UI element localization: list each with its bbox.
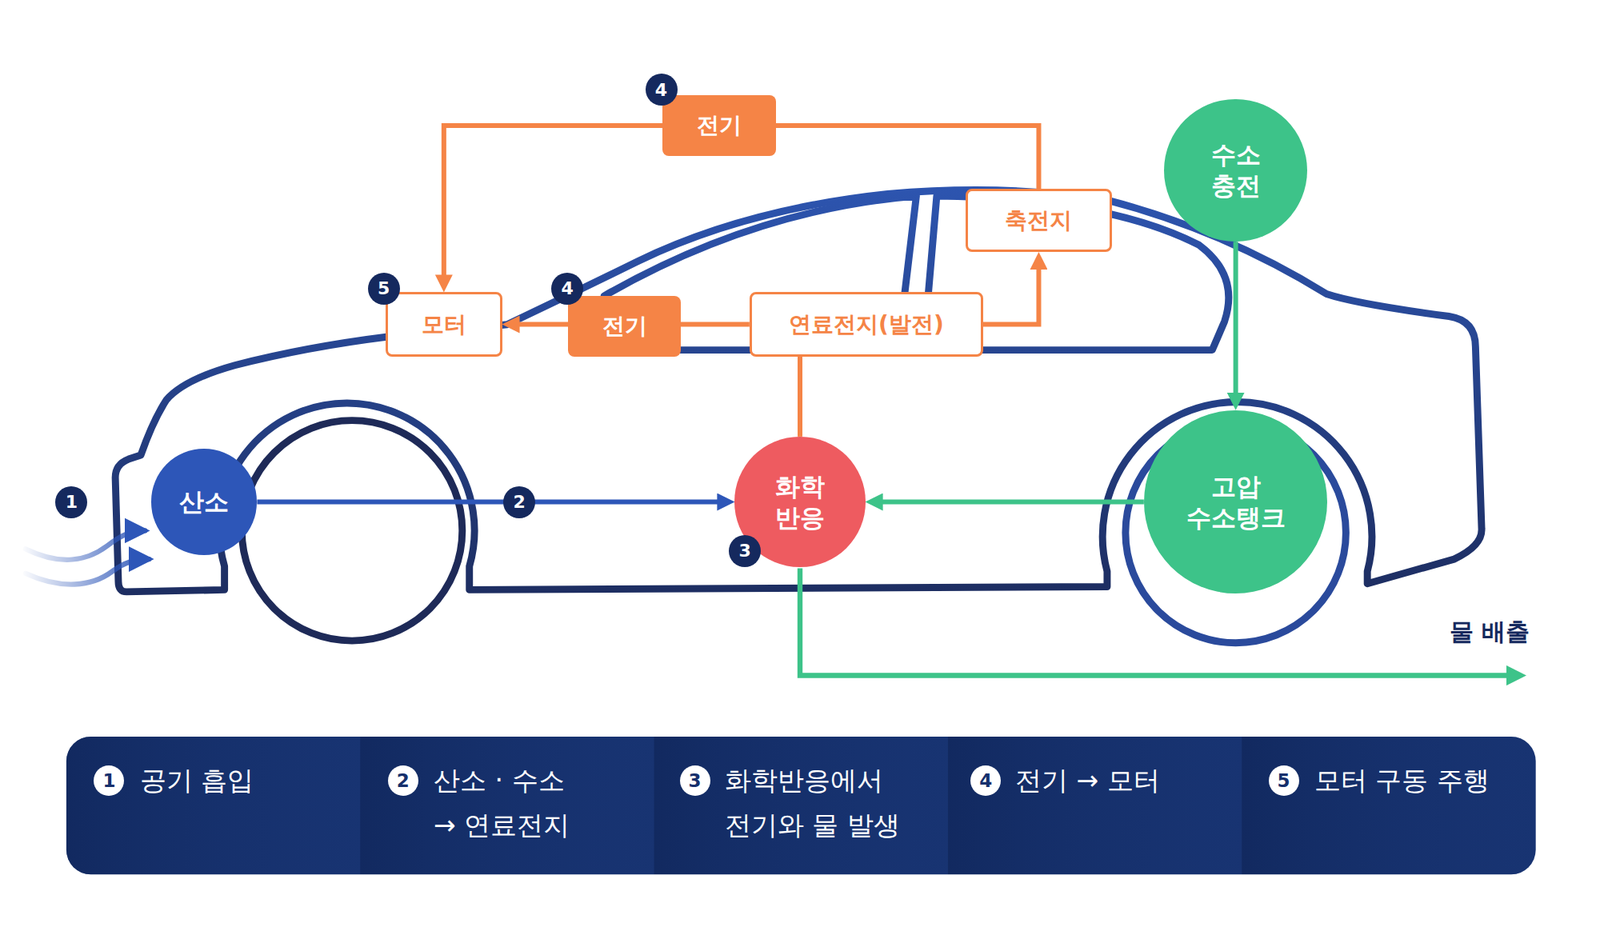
step-cell	[948, 736, 1242, 875]
flow-arrow	[797, 356, 803, 437]
step-number: 3	[680, 765, 711, 796]
air-intake	[25, 559, 149, 585]
flow-arrow	[256, 500, 728, 505]
step-bar	[66, 736, 1536, 875]
node-label: 모터	[421, 310, 467, 339]
step-number: 4	[970, 765, 1001, 796]
step-text: 전기 → 모터	[1015, 758, 1160, 804]
node-label: 연료전지(발전)	[788, 310, 944, 339]
process-box: 연료전지(발전)	[749, 292, 984, 356]
flow-arrow	[872, 500, 1144, 505]
callout-number: 4	[645, 73, 678, 106]
flow-arrow	[1233, 241, 1239, 404]
callout-number: 5	[368, 272, 400, 305]
callout-number: 2	[503, 486, 536, 519]
node-label: 산소	[179, 486, 229, 518]
callout-number: 4	[551, 272, 584, 305]
step-text: 화학반응에서 전기와 물 발생	[724, 758, 910, 848]
step-cell	[66, 736, 360, 875]
node-label: 축전지	[1004, 206, 1072, 235]
process-box: 모터	[385, 292, 502, 356]
step-number: 5	[1268, 765, 1300, 796]
node-label: 화학 반응	[768, 471, 833, 534]
callout-number: 3	[728, 535, 761, 568]
output-label: 물 배출	[1449, 616, 1530, 649]
step-text: 모터 구동 주행	[1314, 758, 1490, 804]
node-label: 고압 수소탱크	[1180, 471, 1290, 534]
front-wheel	[241, 420, 463, 642]
node-label: 수소 충전	[1203, 139, 1268, 202]
process-circle: 산소	[151, 448, 258, 556]
callout-number: 1	[55, 486, 88, 519]
step-cell	[360, 736, 654, 875]
flow-label: 전기	[568, 296, 682, 358]
step-number: 1	[93, 765, 124, 796]
air-intake	[25, 530, 145, 560]
process-box: 축전지	[965, 188, 1112, 252]
step-text: 산소 · 수소 → 연료전지	[433, 758, 576, 848]
flow-arrow	[983, 258, 1040, 325]
process-circle: 수소 충전	[1164, 99, 1308, 243]
process-circle: 고압 수소탱크	[1144, 410, 1328, 595]
step-text: 공기 흡입	[140, 758, 255, 804]
flow-label: 전기	[662, 95, 776, 157]
water-outlet	[800, 568, 1519, 676]
step-number: 2	[388, 765, 419, 796]
step-cell	[654, 736, 948, 875]
step-cell	[1241, 736, 1536, 875]
